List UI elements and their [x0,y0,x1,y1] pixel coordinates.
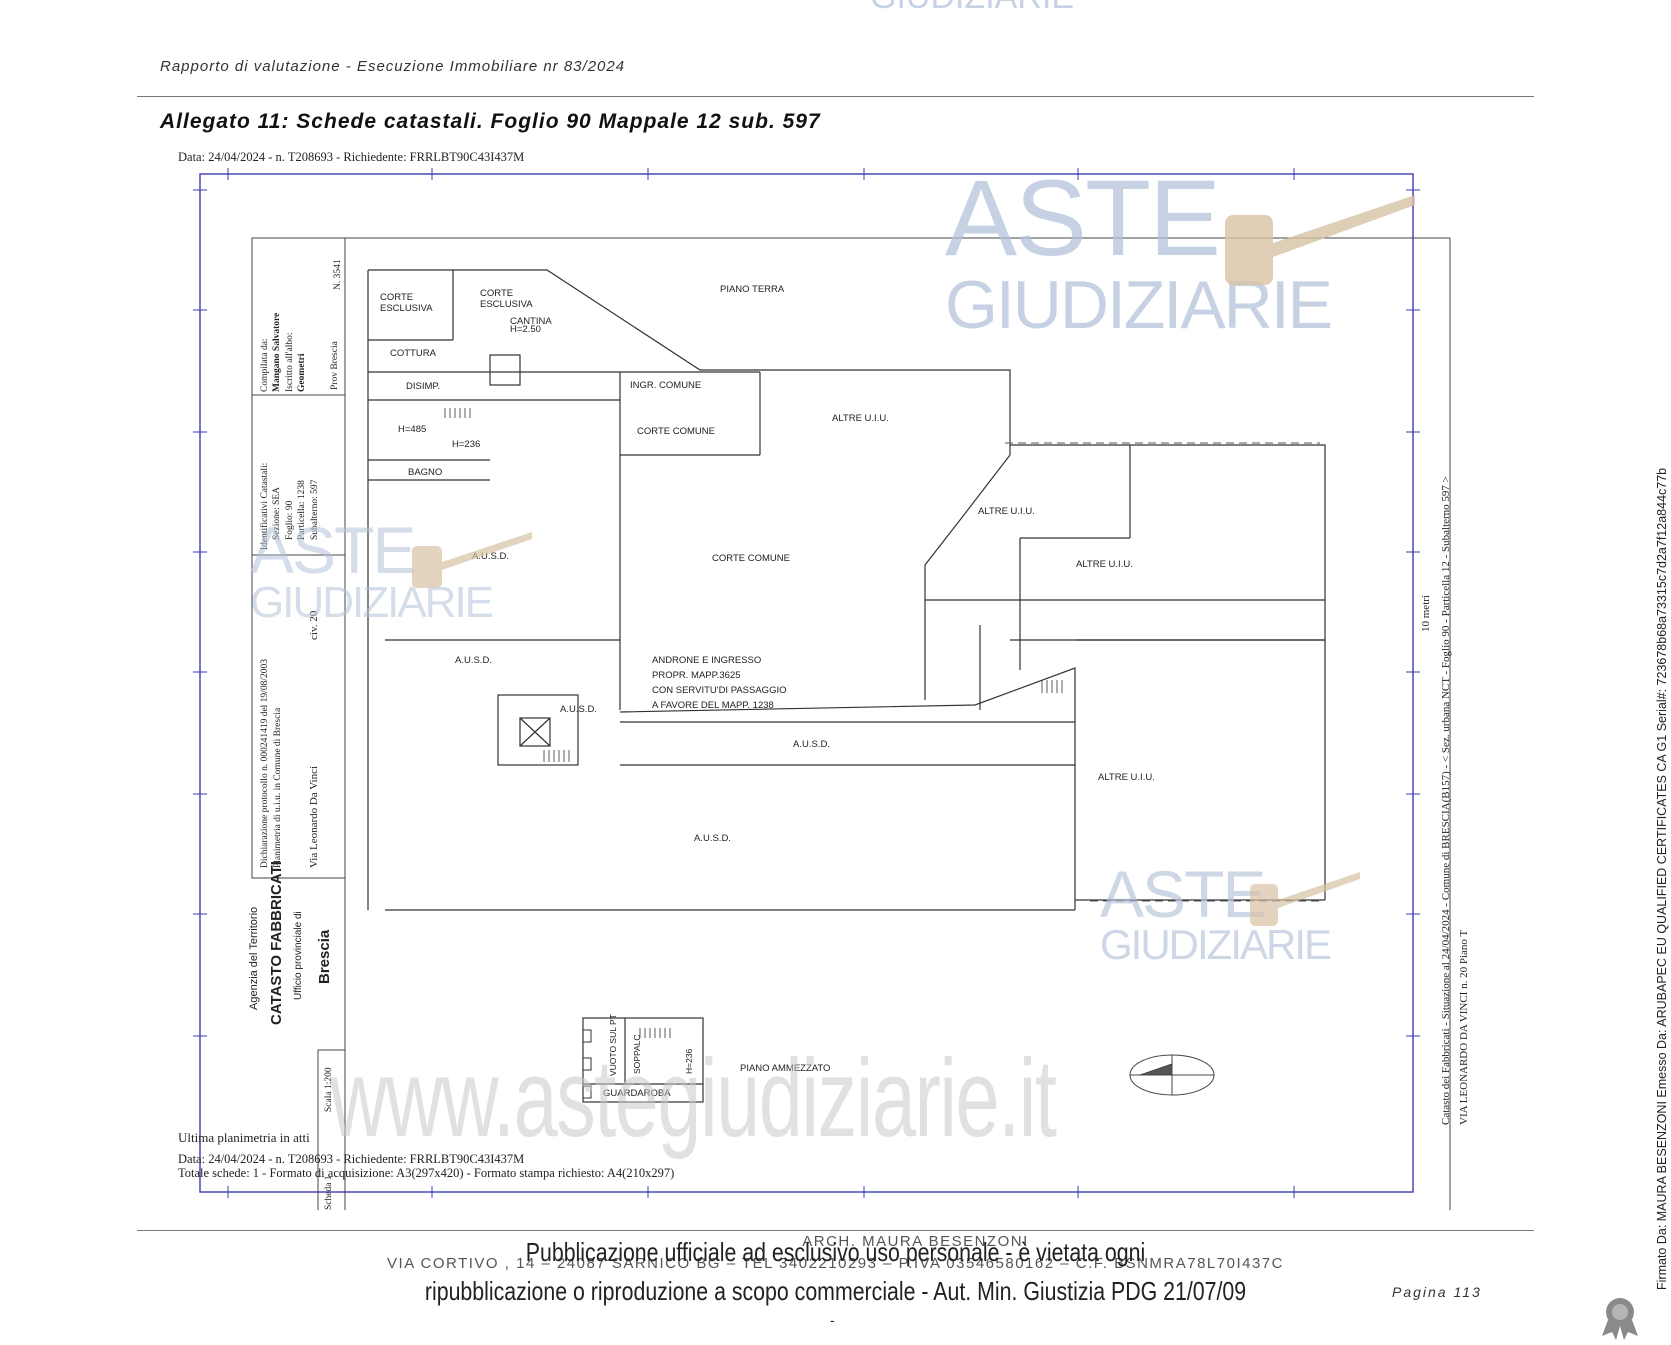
publication-notice: ripubblicazione o riproduzione a scopo c… [424,1276,1247,1306]
label-androne-propr: PROPR. MAPP.3625 [652,670,741,681]
stamp-iscritto: Iscritto all'albo: [285,332,295,393]
label-piano-ammezzato: PIANO AMMEZZATO [740,1063,831,1074]
plan-meta-format: Totale schede: 1 - Formato di acquisizio… [178,1166,675,1180]
label-androne-favore: A FAVORE DEL MAPP. 1238 [652,700,774,711]
plan-walls [367,269,1326,1103]
report-header: Rapporto di valutazione - Esecuzione Imm… [160,58,626,75]
annex-title: Allegato 11: Schede catastali. Foglio 90… [160,110,821,133]
label-guardaroba: GUARDAROBA [603,1088,671,1099]
digital-signature-text: Firmato Da: MAURA BESENZONI Emesso Da: A… [1655,467,1669,1290]
cadastral-floor-plan [193,168,1451,1210]
blue-frame [193,168,1420,1198]
gavel-icon [1225,195,1415,300]
footer-address: VIA CORTIVO , 14 – 24087 SARNICO BG – TE… [387,1255,1284,1272]
footer-architect: ARCH. MAURA BESENZONI [802,1233,1029,1250]
gavel-icon [412,532,532,597]
publication-notice: Pubblicazione ufficiale ad esclusivo uso… [525,1237,1146,1267]
aste-watermark: ASTE GIUDIZIARIE [250,513,494,627]
label-cantina: CANTINA [510,316,552,327]
catasto-situazione-text: Catasto dei Fabbricati - Situazione al 2… [1440,476,1452,1125]
label-ausd: A.U.S.D. [472,551,509,562]
label-cantina-height: H=2.50 [510,324,541,335]
label-corte-esclusiva: CORTE ESCLUSIVA [380,292,433,314]
last-plan-label: Ultima planimetria in atti [178,1130,310,1145]
footer-divider [137,1230,1534,1231]
stamp-address: Via Leonardo Da Vinci [308,765,320,868]
catasto-address-text: VIA LEONARDO DA VINCI n. 20 Piano T [1458,929,1470,1125]
website-watermark: www.astegiudiziarie.it [330,1037,1057,1160]
stamp-compilata: Compilata da: [260,338,270,392]
label-corte-comune: CORTE COMUNE [712,553,790,564]
label-ausd: A.U.S.D. [694,833,731,844]
stamp-city: Brescia [316,929,333,984]
label-altre-uiu: ALTRE U.I.U. [978,506,1035,517]
page-number: Pagina 113 [1392,1284,1482,1300]
label-height-485: H=485 [398,424,427,435]
north-arrow [1129,1054,1215,1096]
label-ausd: A.U.S.D. [793,739,830,750]
footer-dash: - [830,1312,835,1328]
label-corte-comune: CORTE COMUNE [637,426,715,437]
label-androne-servitu: CON SERVITU'DI PASSAGGIO [652,685,787,696]
header-divider [137,96,1534,97]
label-ingr-comune: INGR. COMUNE [630,380,702,391]
label-altre-uiu: ALTRE U.I.U. [1098,772,1155,783]
seal-icon [1598,1296,1642,1345]
plan-meta-bottom: Data: 24/04/2024 - n. T208693 - Richiede… [178,1152,525,1166]
stamp-dichiarazione: Dichiarazione protocollo n. 000241419 de… [260,659,270,868]
label-altre-uiu: ALTRE U.I.U. [1076,559,1133,570]
stamp-prov: Prov Brescia [330,341,340,390]
gavel-icon [1250,872,1360,937]
label-bagno: BAGNO [408,467,443,478]
label-disimp: DISIMP. [406,381,441,392]
label-piano-terra: PIANO TERRA [720,284,785,295]
stamp-agency: Agenzia del Territorio [248,906,260,1010]
stamp-numero: N. 3541 [333,259,343,290]
stamp-catasto: CATASTO FABBRICATI [268,861,285,1025]
aste-watermark: ASTE GIUDIZIARIE [1100,857,1332,968]
label-ausd: A.U.S.D. [560,704,597,715]
label-androne: ANDRONE E INGRESSO [652,655,762,666]
sheet-border [251,237,1451,1210]
stamp-planimetria: Planimetria di u.i.u. in Comune di Bresc… [273,707,283,868]
scale-bar-label: 10 metri [1420,595,1432,632]
top-watermark: GIUDIZIARIE [870,0,1074,17]
label-altre-uiu: ALTRE U.I.U. [832,413,889,424]
label-corte-esclusiva: CORTE ESCLUSIVA [480,288,533,310]
stamp-albo: Geometri [297,353,307,392]
label-height-236: H=236 [452,439,481,450]
label-ausd: A.U.S.D. [455,655,492,666]
stamp-ufficio: Ufficio provinciale di [293,911,304,1000]
label-cottura: COTTURA [390,348,436,359]
stamp-compilatore: Mangano Salvatore [272,312,282,392]
plan-meta-top: Data: 24/04/2024 - n. T208693 - Richiede… [178,150,525,164]
